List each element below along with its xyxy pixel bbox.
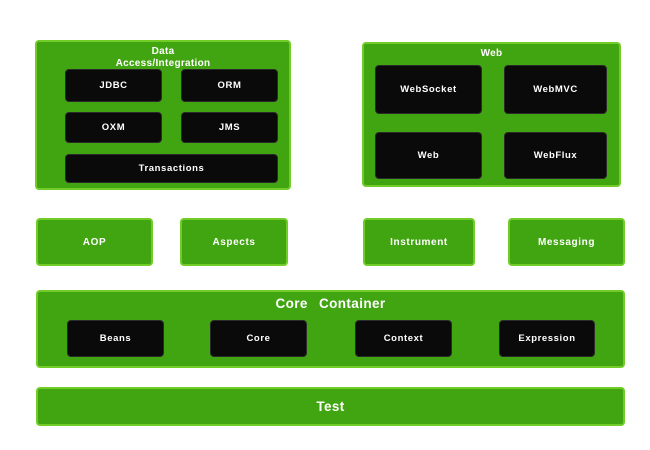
aspects-label: Aspects	[212, 236, 256, 248]
module-websocket: WebSocket	[375, 65, 482, 114]
module-context: Context	[355, 320, 452, 357]
test-group: Test	[36, 387, 625, 426]
data-access-integration-title: Data Access/Integration	[37, 42, 289, 70]
instrument-box: Instrument	[363, 218, 475, 266]
data-access-title-line1: Data	[151, 46, 175, 57]
module-orm-label: ORM	[217, 80, 242, 91]
core-container-title: Core Container	[275, 296, 386, 311]
messaging-box: Messaging	[508, 218, 625, 266]
web-group: Web WebSocket WebMVC Web WebFlux	[362, 42, 621, 187]
module-webmvc-label: WebMVC	[533, 84, 578, 95]
module-websocket-label: WebSocket	[400, 84, 457, 95]
module-beans: Beans	[67, 320, 164, 357]
module-web: Web	[375, 132, 482, 179]
module-webflux-label: WebFlux	[533, 150, 578, 161]
module-oxm: OXM	[65, 112, 162, 143]
module-orm: ORM	[181, 69, 278, 102]
aop-box: AOP	[36, 218, 153, 266]
module-oxm-label: OXM	[101, 122, 126, 133]
module-expression: Expression	[499, 320, 595, 357]
aop-label: AOP	[82, 236, 107, 248]
module-core-label: Core	[246, 333, 271, 344]
module-jdbc: JDBC	[65, 69, 162, 102]
module-transactions: Transactions	[65, 154, 278, 183]
module-webflux: WebFlux	[504, 132, 607, 179]
core-container-group: Core Container Beans Core Context Expres…	[36, 290, 625, 368]
web-group-title: Web	[480, 48, 503, 59]
messaging-label: Messaging	[537, 236, 596, 248]
module-jdbc-label: JDBC	[99, 80, 128, 91]
module-context-label: Context	[383, 333, 424, 344]
module-jms-label: JMS	[218, 122, 241, 133]
module-beans-label: Beans	[99, 333, 132, 344]
module-web-label: Web	[417, 150, 440, 161]
data-access-integration-group: Data Access/Integration JDBC ORM OXM JMS…	[35, 40, 291, 190]
module-core: Core	[210, 320, 307, 357]
instrument-label: Instrument	[390, 236, 448, 248]
module-transactions-label: Transactions	[138, 163, 205, 174]
module-jms: JMS	[181, 112, 278, 143]
data-access-title-line2: Access/Integration	[115, 58, 211, 69]
test-title: Test	[316, 399, 345, 414]
module-webmvc: WebMVC	[504, 65, 607, 114]
aspects-box: Aspects	[180, 218, 288, 266]
module-expression-label: Expression	[518, 333, 576, 344]
